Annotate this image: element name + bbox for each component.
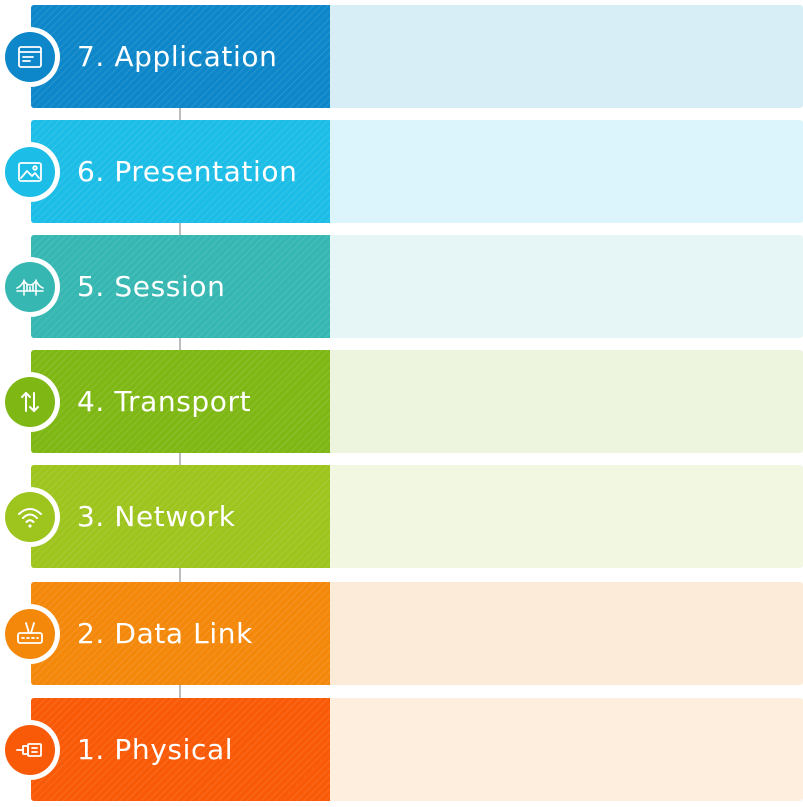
layer-description-panel xyxy=(330,465,803,568)
layer-presentation: 6. Presentation xyxy=(0,120,803,223)
layer-label: 5. Session xyxy=(77,270,226,303)
wifi-icon xyxy=(15,502,45,532)
layer-description-panel xyxy=(330,5,803,108)
layer-description-panel xyxy=(330,235,803,338)
layer-badge xyxy=(0,142,60,202)
layer-application: 7. Application xyxy=(0,5,803,108)
layer-band xyxy=(31,698,330,801)
layer-band xyxy=(31,5,330,108)
layer-session: 5. Session xyxy=(0,235,803,338)
layer-badge xyxy=(0,372,60,432)
layer-band xyxy=(31,235,330,338)
router-icon xyxy=(15,619,45,649)
layer-badge-circle xyxy=(5,147,55,197)
layer-data-link: 2. Data Link xyxy=(0,582,803,685)
layer-band xyxy=(31,465,330,568)
application-window-icon xyxy=(15,42,45,72)
bridge-icon xyxy=(15,272,45,302)
layer-label: 6. Presentation xyxy=(77,155,298,188)
layer-label: 2. Data Link xyxy=(77,617,253,650)
layer-badge-circle xyxy=(5,492,55,542)
layer-description-panel xyxy=(330,120,803,223)
layer-badge xyxy=(0,27,60,87)
layer-description-panel xyxy=(330,582,803,685)
layer-badge xyxy=(0,257,60,317)
layer-label: 7. Application xyxy=(77,40,278,73)
layer-badge xyxy=(0,604,60,664)
layer-band xyxy=(31,350,330,453)
layer-label: 4. Transport xyxy=(77,385,252,418)
layer-badge-circle xyxy=(5,262,55,312)
layer-network: 3. Network xyxy=(0,465,803,568)
layer-transport: 4. Transport xyxy=(0,350,803,453)
layer-band xyxy=(31,582,330,685)
layer-badge xyxy=(0,487,60,547)
image-icon xyxy=(15,157,45,187)
layer-badge-circle xyxy=(5,32,55,82)
layer-badge-circle xyxy=(5,609,55,659)
layer-description-panel xyxy=(330,698,803,801)
layer-badge xyxy=(0,720,60,780)
layer-description-panel xyxy=(330,350,803,453)
layer-label: 3. Network xyxy=(77,500,236,533)
up-down-arrows-icon xyxy=(15,387,45,417)
layer-badge-circle xyxy=(5,725,55,775)
layer-band xyxy=(31,120,330,223)
cable-plug-icon xyxy=(15,735,45,765)
layer-label: 1. Physical xyxy=(77,733,234,766)
layer-badge-circle xyxy=(5,377,55,427)
layer-physical: 1. Physical xyxy=(0,698,803,801)
